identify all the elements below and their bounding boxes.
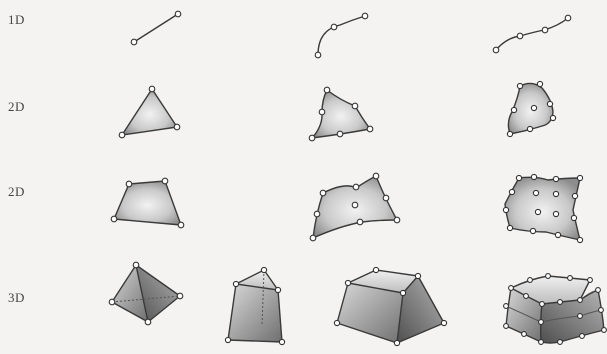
triangle-element-quadratic bbox=[309, 87, 373, 141]
line-element-quadratic bbox=[315, 13, 368, 58]
wedge-element bbox=[225, 267, 284, 344]
quad-element-quadratic bbox=[310, 173, 400, 241]
hexahedron-element-quadratic bbox=[504, 274, 607, 345]
quad-element-cubic bbox=[503, 174, 582, 242]
hexahedron-element-linear bbox=[334, 267, 446, 345]
line-element-cubic bbox=[493, 15, 571, 53]
triangle-element-cubic bbox=[507, 81, 555, 136]
triangle-element-linear bbox=[119, 86, 180, 138]
tetrahedron-element bbox=[109, 262, 183, 325]
line-element-linear bbox=[131, 11, 181, 45]
quad-element-linear bbox=[111, 178, 184, 228]
